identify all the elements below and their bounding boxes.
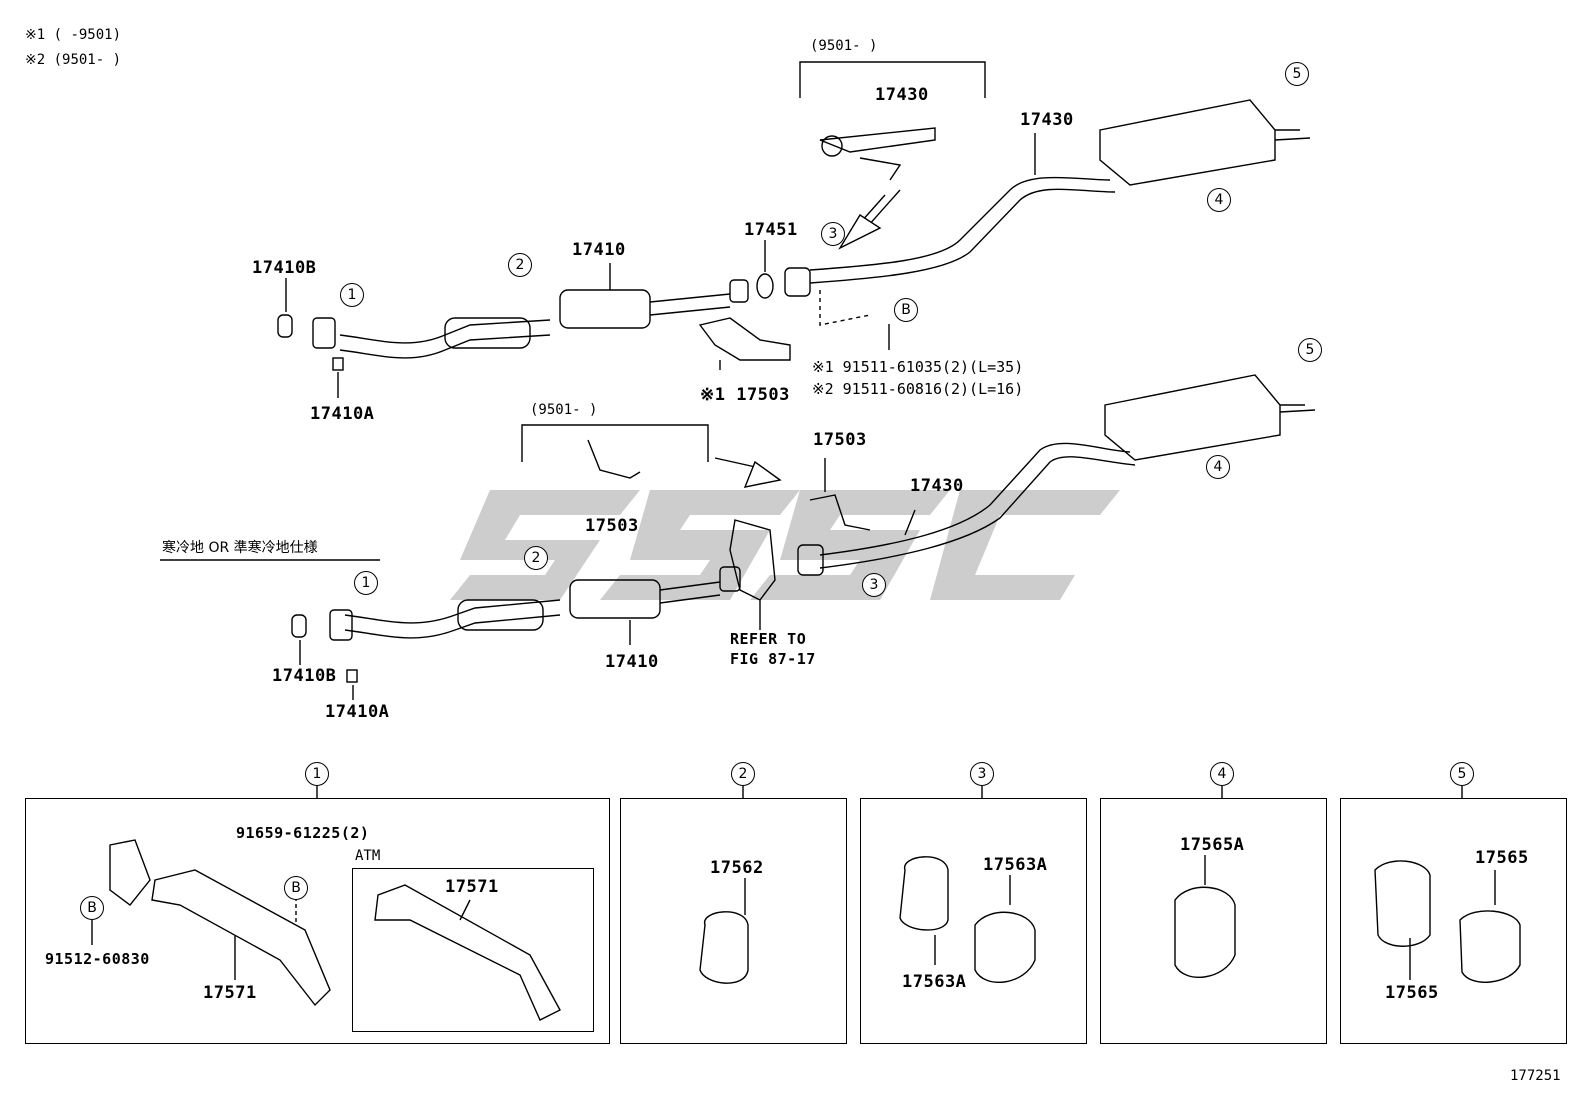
callout-4-upper: 4 [1207,188,1231,212]
callout-2-upper: 2 [508,253,532,277]
detail1-callout-b-right: B [284,876,308,900]
callout-3-lower: 3 [862,573,886,597]
detail-callout-5: 5 [1450,762,1474,786]
note-1: ※1 ( -9501) [25,27,122,43]
callout-1-upper: 1 [340,283,364,307]
callout-4-lower: 4 [1206,455,1230,479]
note-2: ※2 (9501- ) [25,52,122,68]
part-17565-left: 17565 [1385,983,1439,1003]
part-17410A: 17410A [310,404,375,424]
bolt-spec-2: ※2 91511-60816(2)(L=16) [812,380,1024,398]
part-17430: 17430 [1020,110,1074,130]
refer-line-2: FIG 87-17 [730,650,816,668]
part-17563A-left: 17563A [902,972,967,992]
part-17565A: 17565A [1180,835,1245,855]
part-17503: ※1 17503 [700,385,790,405]
detail-callout-1: 1 [305,762,329,786]
atm-box [352,868,594,1032]
bolt-91659: 91659-61225(2) [236,824,370,842]
callout-b-upper: B [894,298,918,322]
callout-5-upper: 5 [1285,62,1309,86]
detail-callout-3: 3 [970,762,994,786]
detail1-callout-b-left: B [80,896,104,920]
part-17571-atm: 17571 [445,877,499,897]
part-17565-right: 17565 [1475,848,1529,868]
refer-line-1: REFER TO [730,630,807,648]
upper-bracket-label: (9501- ) [810,38,878,54]
callout-3-upper: 3 [821,222,845,246]
atm-label: ATM [355,848,381,864]
part-17451: 17451 [744,220,798,240]
part-17410-lower: 17410 [605,652,659,672]
part-17562: 17562 [710,858,764,878]
part-17410B-lower: 17410B [272,666,337,686]
bolt-spec-1: ※1 91511-61035(2)(L=35) [812,358,1024,376]
part-17563A-right: 17563A [983,855,1048,875]
detail-box-4 [1100,798,1327,1044]
part-17430-bracket: 17430 [875,85,929,105]
detail-box-2 [620,798,847,1044]
cold-spec-label: 寒冷地 OR 準寒冷地仕様 [162,540,318,556]
detail-box-5 [1340,798,1567,1044]
callout-1-lower: 1 [354,571,378,595]
detail-callout-4: 4 [1210,762,1234,786]
lower-bracket-label: (9501- ) [530,402,598,418]
part-17430-lower: 17430 [910,476,964,496]
part-17410A-lower: 17410A [325,702,390,722]
part-17503-lower: 17503 [813,430,867,450]
detail-callout-2: 2 [731,762,755,786]
part-17503-bracket: 17503 [585,516,639,536]
part-17410: 17410 [572,240,626,260]
part-17571: 17571 [203,983,257,1003]
clamp-91512: 91512-60830 [45,950,150,968]
detail-box-1 [25,798,610,1044]
detail-box-3 [860,798,1087,1044]
watermark [450,490,1120,600]
callout-5-lower: 5 [1298,338,1322,362]
figure-id: 177251 [1510,1068,1561,1084]
part-17410B: 17410B [252,258,317,278]
callout-2-lower: 2 [524,546,548,570]
